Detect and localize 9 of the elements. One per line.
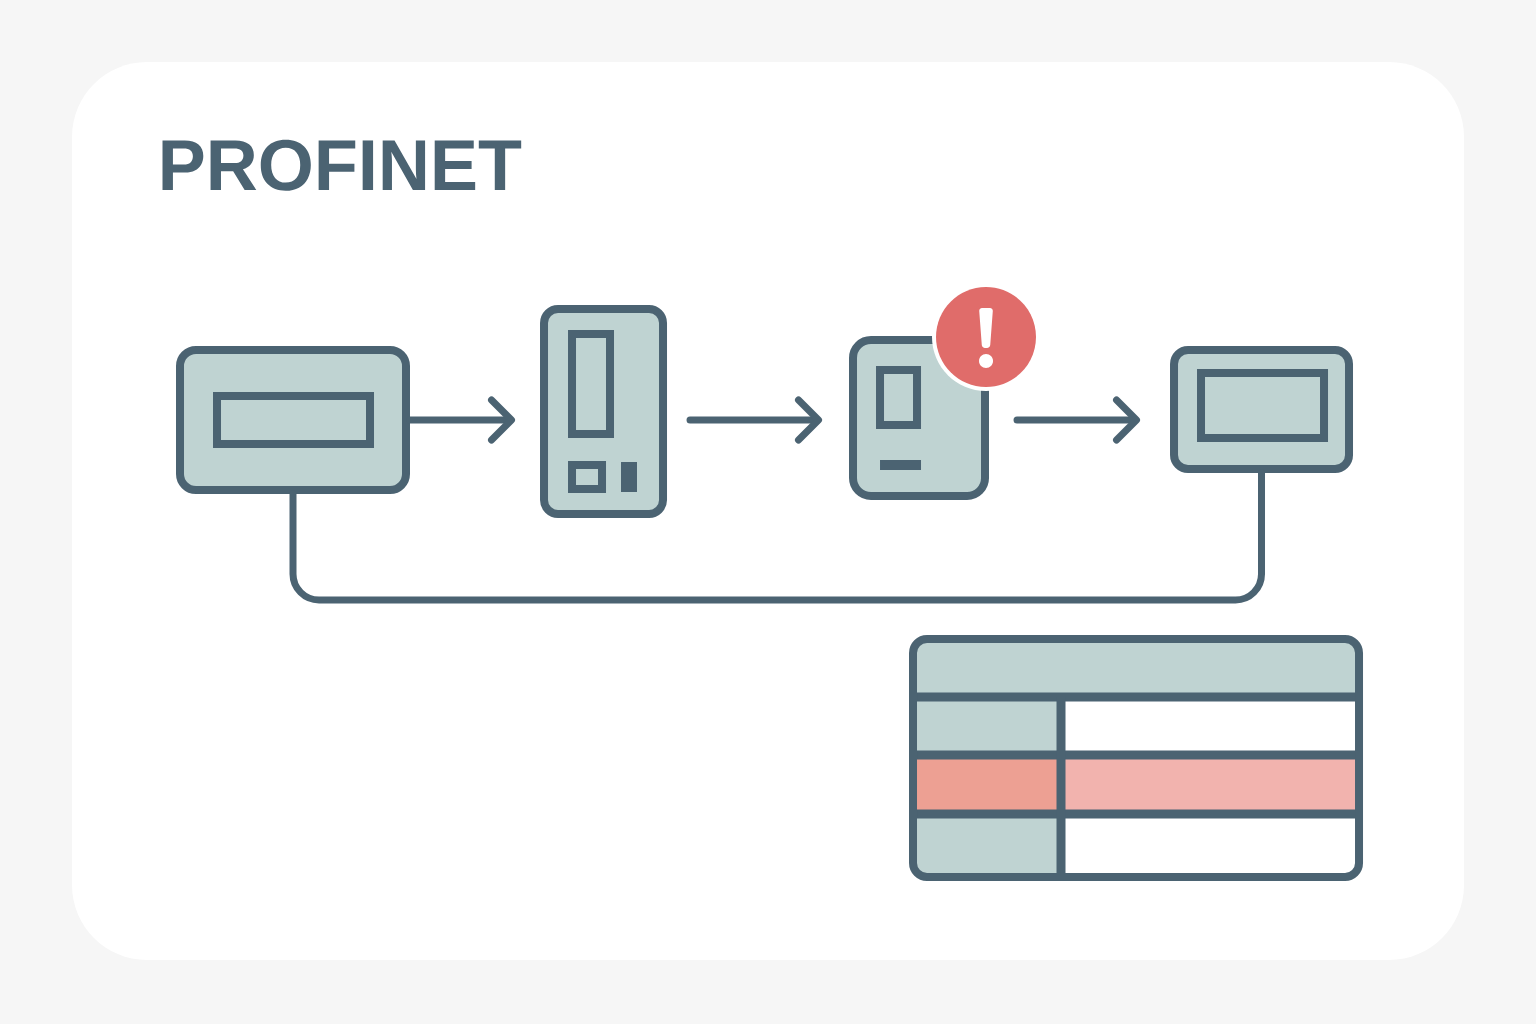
connector-line	[289, 469, 1265, 604]
title: PROFINET	[162, 139, 522, 191]
arrow	[406, 396, 515, 444]
arrow	[1013, 396, 1140, 444]
device-box	[849, 336, 989, 500]
device-box	[176, 346, 410, 494]
device-box	[1170, 346, 1353, 473]
device-box	[540, 305, 667, 518]
arrow	[686, 396, 822, 444]
